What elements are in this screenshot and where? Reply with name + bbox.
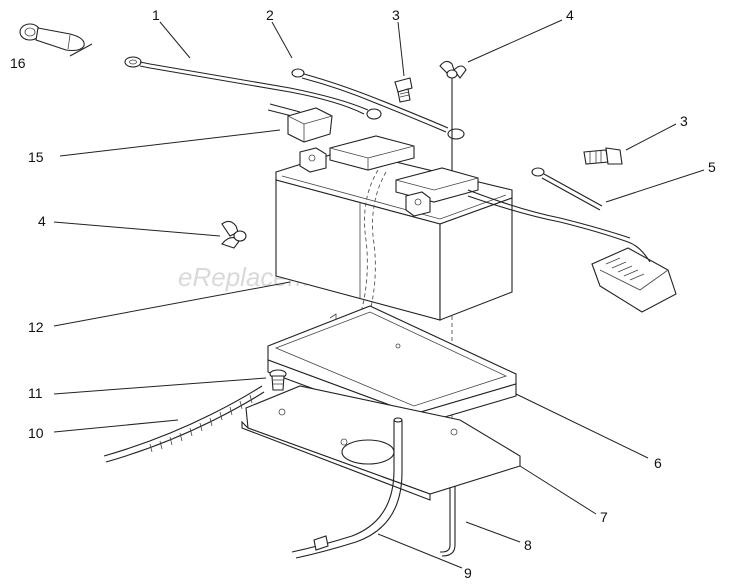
callout-7: 7 <box>600 509 608 525</box>
callout-2: 2 <box>266 7 274 23</box>
part-1-ground-cable[interactable] <box>124 56 382 120</box>
callout-15: 15 <box>28 149 44 165</box>
callout-4-left: 4 <box>38 213 46 229</box>
callout-1: 1 <box>152 7 160 23</box>
part-4-wing-nut-top[interactable] <box>439 60 467 79</box>
callout-9: 9 <box>464 565 472 581</box>
part-2-positive-cable[interactable] <box>291 68 465 140</box>
callout-12: 12 <box>28 319 44 335</box>
part-11-screw[interactable] <box>269 369 287 391</box>
part-10-wire-loom[interactable] <box>103 385 265 463</box>
callout-5: 5 <box>708 159 716 175</box>
part-15-terminal-cover[interactable] <box>267 103 333 143</box>
part-12-battery[interactable] <box>275 135 513 395</box>
callout-11: 11 <box>28 385 43 401</box>
callout-6: 6 <box>654 455 662 471</box>
callout-3-top: 3 <box>392 7 400 23</box>
leader-lines <box>53 19 705 569</box>
part-3-bolt-right[interactable] <box>583 147 623 165</box>
part-4-wing-nut-left[interactable] <box>221 220 247 249</box>
callout-16: 16 <box>10 55 26 71</box>
part-5-positive-cable[interactable] <box>467 167 677 313</box>
part-3-bolt-top[interactable] <box>394 77 413 103</box>
part-16-terminal-boot[interactable] <box>19 23 85 52</box>
part-7-mounting-plate[interactable] <box>241 385 521 501</box>
callout-4-top: 4 <box>566 7 574 23</box>
callout-8: 8 <box>524 537 532 553</box>
part-9-cable[interactable] <box>291 417 403 559</box>
callout-numbers: 1 2 3 4 16 3 15 5 4 12 11 10 6 7 8 9 <box>10 7 716 581</box>
callout-10: 10 <box>28 425 44 441</box>
callout-3-right: 3 <box>680 113 688 129</box>
